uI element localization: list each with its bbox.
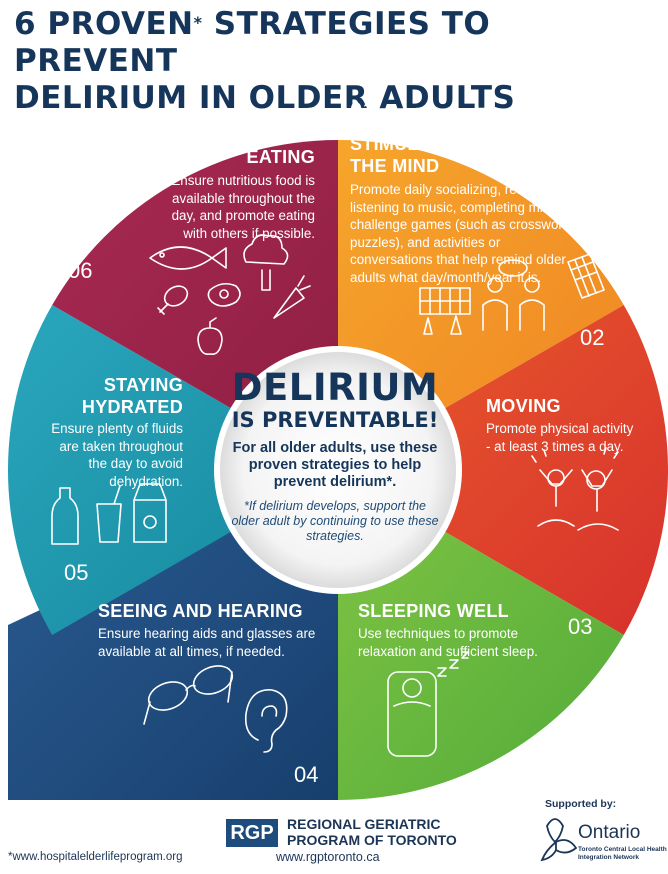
body-staying-hydrated: Ensure plenty of fluids are taken throug… [51, 421, 183, 489]
heading-stimulating-the-mind: STIMULATING THE MIND [350, 134, 475, 176]
heading-seeing-and-hearing: SEEING AND HEARING [98, 601, 303, 621]
page-title: 6 PROVEN* STRATEGIES TO PREVENT DELIRIUM… [14, 6, 664, 117]
heading-eating: EATING [246, 147, 315, 167]
rgp-website-link[interactable]: www.rgptoronto.ca [276, 850, 380, 864]
heading-moving: MOVING [486, 396, 561, 416]
center-text: For all older adults, use these proven s… [232, 440, 438, 490]
segment-number-05: 05 [64, 560, 89, 585]
fish-icon [149, 246, 227, 270]
body-sleeping-well: Use techniques to promote relaxation and… [358, 626, 538, 659]
bottle-icon [51, 487, 79, 545]
apple-icon [197, 317, 223, 356]
center-subheading: IS PREVENTABLE! [231, 408, 439, 432]
carrot-icon [273, 275, 311, 319]
steak-icon [207, 282, 241, 307]
segment-number-02: 02 [580, 325, 605, 350]
supported-by-label: Supported by: [545, 798, 617, 810]
center-note: *If delirium develops, support the older… [231, 499, 439, 543]
center-heading: DELIRIUM [231, 366, 439, 409]
rgp-logo: RGP [226, 819, 278, 847]
center-message: DELIRIUM IS PREVENTABLE! For all older a… [230, 368, 440, 544]
rgp-organization-name: REGIONAL GERIATRIC PROGRAM OF TORONTO [287, 816, 457, 848]
glass-icon [96, 485, 122, 543]
ontario-trillium-icon [540, 818, 578, 862]
people-conversation-icon [482, 259, 545, 331]
body-stimulating-the-mind: Promote daily socializing, reading, list… [350, 182, 571, 285]
segment-staying-hydrated [7, 305, 339, 635]
segment-number-03: 03 [568, 614, 593, 639]
footnote-link[interactable]: *www.hospitalelderlifeprogram.org [8, 851, 183, 863]
center-circle [220, 352, 456, 588]
glasses-icon [143, 665, 234, 725]
heading-sleeping-well: SLEEPING WELL [358, 601, 509, 621]
lhin-name: Toronto Central Local Health Integration… [578, 846, 667, 861]
segment-number-01: 01 [350, 98, 375, 123]
segment-number-06: 06 [68, 258, 93, 283]
title-line-1: 6 PROVEN* STRATEGIES TO PREVENT [14, 6, 491, 79]
heading-staying-hydrated: STAYING HYDRATED [81, 375, 183, 417]
title-line-2: DELIRIUM IN OLDER ADULTS [14, 80, 516, 116]
body-eating: Ensure nutritious food is available thro… [171, 173, 315, 241]
music-notes-icon [491, 152, 529, 181]
ontario-logo-text: Ontario [578, 822, 641, 843]
exercising-people-icon [531, 447, 619, 531]
ear-icon [244, 689, 288, 753]
broccoli-icon [243, 234, 289, 291]
segment-number-04: 04 [294, 762, 319, 787]
sleeping-person-icon [387, 651, 469, 757]
drumstick-icon [157, 285, 189, 315]
segment-moving [338, 305, 668, 635]
body-moving: Promote physical activity - at least 3 t… [486, 421, 634, 454]
milk-carton-icon [133, 483, 167, 543]
checkers-board-icon [419, 287, 471, 335]
body-seeing-and-hearing: Ensure hearing aids and glasses are avai… [98, 626, 316, 659]
crossword-puzzle-icon [567, 253, 605, 299]
